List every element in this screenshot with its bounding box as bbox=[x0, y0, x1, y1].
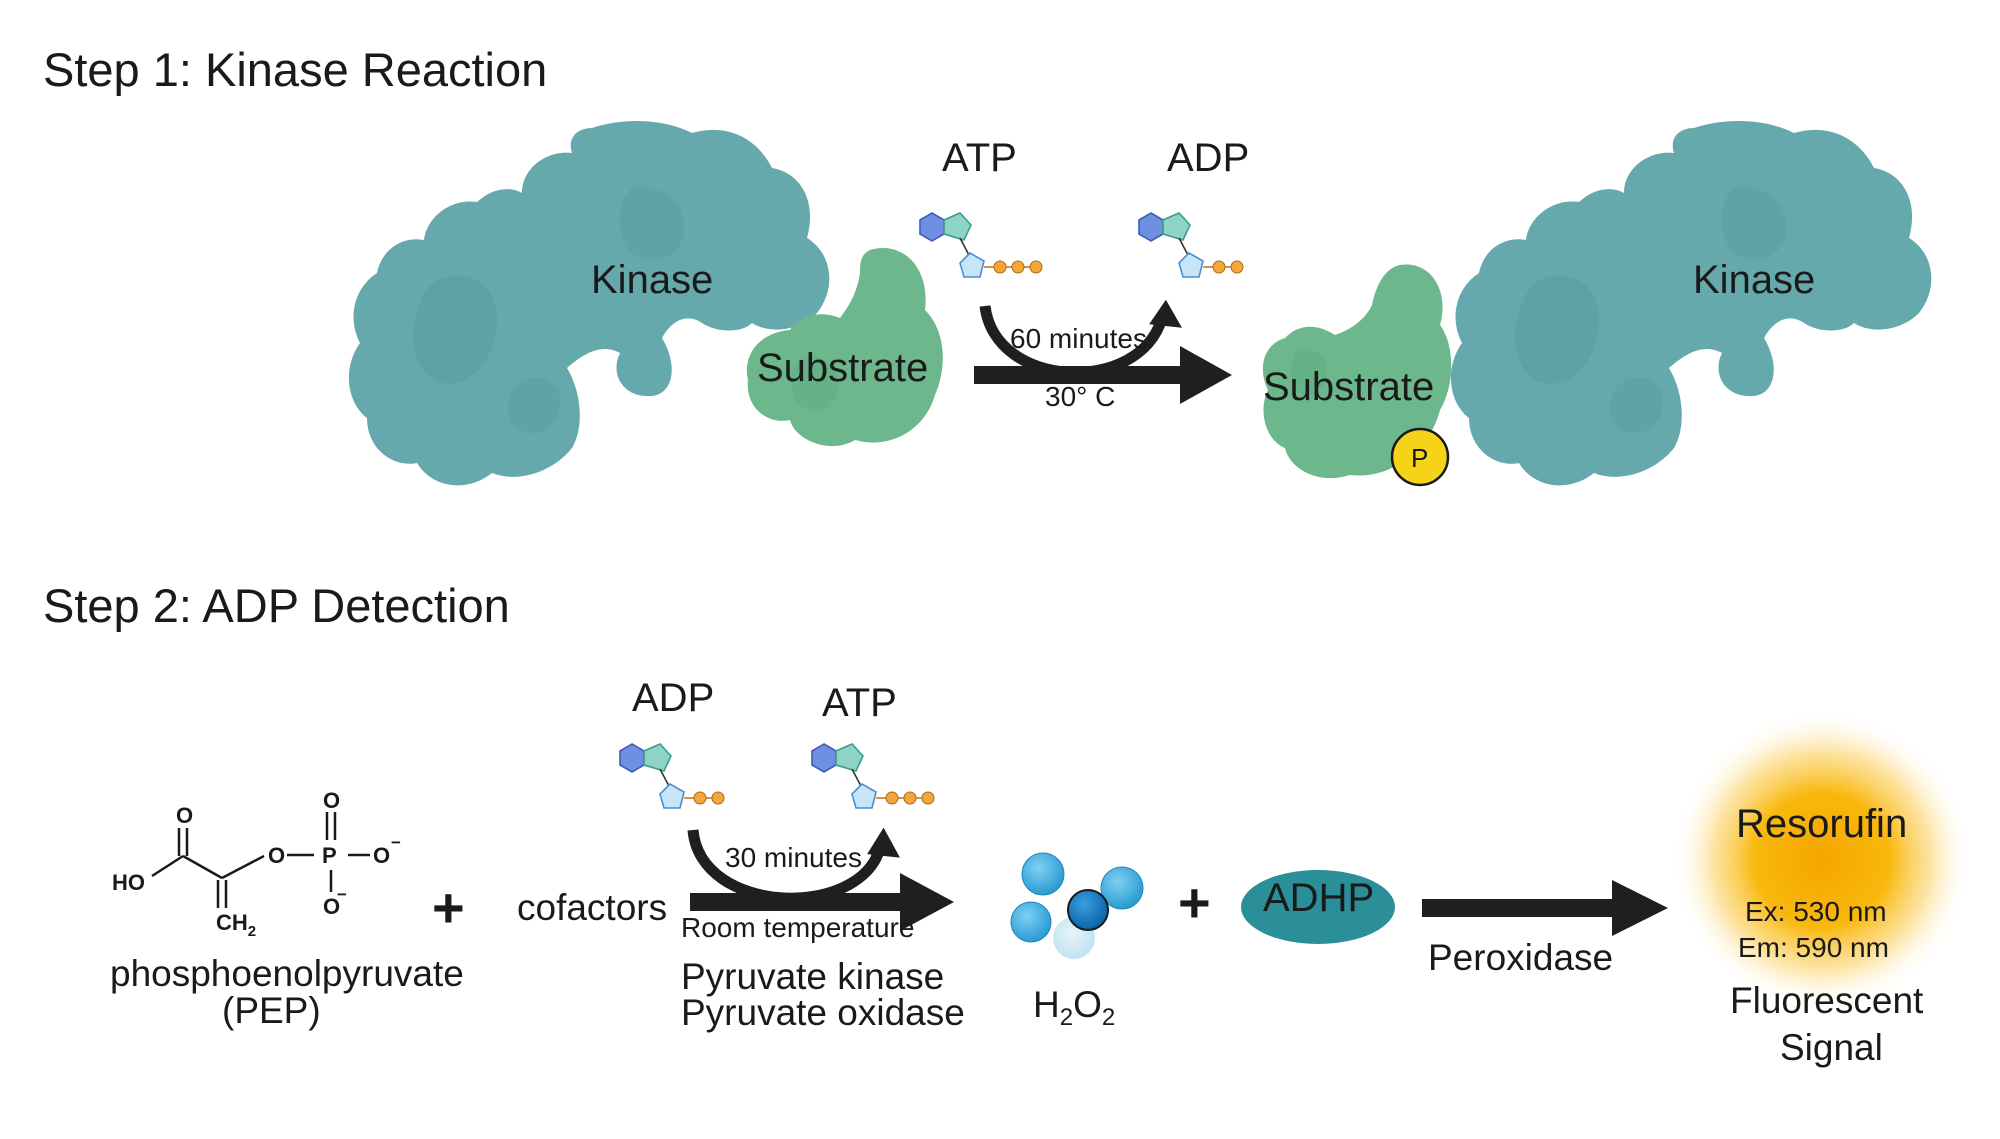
pep-name-line2: (PEP) bbox=[222, 990, 321, 1031]
pep-atom-ho: HO bbox=[112, 870, 145, 895]
kinase-right-label: Kinase bbox=[1693, 258, 1815, 302]
h2o2-label: H2O2 bbox=[1033, 984, 1115, 1031]
substrate-bound bbox=[746, 248, 943, 447]
step1-title: Step 1: Kinase Reaction bbox=[43, 43, 547, 96]
pep-atom-o-link: O bbox=[268, 843, 285, 868]
pep-atom-o-p-top: O bbox=[323, 788, 340, 813]
pep-atom-ch2: CH2 bbox=[216, 910, 256, 940]
pep-atom-o-p-bottom: O bbox=[323, 894, 340, 919]
pep-charge-right: − bbox=[391, 833, 401, 852]
h2o2-molecule bbox=[1010, 852, 1144, 959]
enzyme-label-2: Pyruvate oxidase bbox=[681, 992, 965, 1033]
resorufin-label: Resorufin bbox=[1736, 802, 1907, 846]
kinase-left-label: Kinase bbox=[591, 258, 713, 302]
kinase-right bbox=[1450, 121, 1932, 486]
pep-atom-o-top: O bbox=[176, 803, 193, 828]
temp-label-step2: Room temperature bbox=[681, 912, 914, 943]
excitation-label: Ex: 530 nm bbox=[1745, 896, 1887, 927]
curved-arrow-step1 bbox=[979, 305, 1168, 378]
adhp-molecule: ADHP bbox=[1241, 870, 1395, 944]
curved-arrow-step2 bbox=[687, 829, 886, 904]
adp-molecule-step2 bbox=[619, 743, 725, 809]
time-label-step2: 30 minutes bbox=[725, 842, 862, 873]
pep-atom-o-p-right: O bbox=[373, 843, 390, 868]
adhp-label: ADHP bbox=[1263, 876, 1374, 920]
plus-step2-a: + bbox=[432, 876, 465, 939]
adp-label-step1: ADP bbox=[1167, 136, 1249, 180]
cofactors-label: cofactors bbox=[517, 887, 667, 928]
pep-atom-p: P bbox=[322, 843, 337, 868]
pep-name-line1: phosphoenolpyruvate bbox=[110, 953, 464, 994]
substrate-bound-label: Substrate bbox=[757, 346, 928, 390]
time-label-step1: 60 minutes bbox=[1010, 323, 1147, 354]
adp-label-step2: ADP bbox=[632, 676, 714, 720]
substrate-phosphorylated bbox=[1262, 264, 1452, 479]
temp-label-step1: 30° C bbox=[1045, 381, 1115, 412]
reaction-arrow-step2 bbox=[687, 827, 954, 931]
peroxidase-arrow bbox=[1422, 880, 1668, 936]
peroxidase-label: Peroxidase bbox=[1428, 937, 1613, 978]
resorufin-glow bbox=[1672, 710, 1972, 1010]
atp-label-step1: ATP bbox=[942, 136, 1017, 180]
reaction-arrow-step1 bbox=[974, 299, 1232, 404]
kinase-left bbox=[348, 121, 830, 486]
atp-label-step2: ATP bbox=[822, 681, 897, 725]
enzyme-label-1: Pyruvate kinase bbox=[681, 956, 944, 997]
pep-charge-bottom: − bbox=[337, 885, 347, 904]
signal-line1: Fluorescent bbox=[1730, 980, 1924, 1021]
atp-molecule-step2 bbox=[811, 743, 935, 809]
phosphate-group: P bbox=[1390, 427, 1450, 487]
step2-title: Step 2: ADP Detection bbox=[43, 579, 510, 632]
pep-structure: O HO CH2 O P O O − O − bbox=[112, 788, 401, 940]
plus-step2-b: + bbox=[1178, 871, 1211, 934]
emission-label: Em: 590 nm bbox=[1738, 932, 1889, 963]
phosphate-label: P bbox=[1411, 443, 1428, 473]
substrate-phosphorylated-label: Substrate bbox=[1263, 365, 1434, 409]
signal-line2: Signal bbox=[1780, 1027, 1883, 1068]
atp-molecule-step1 bbox=[919, 212, 1043, 278]
adp-molecule-step1 bbox=[1138, 212, 1244, 278]
